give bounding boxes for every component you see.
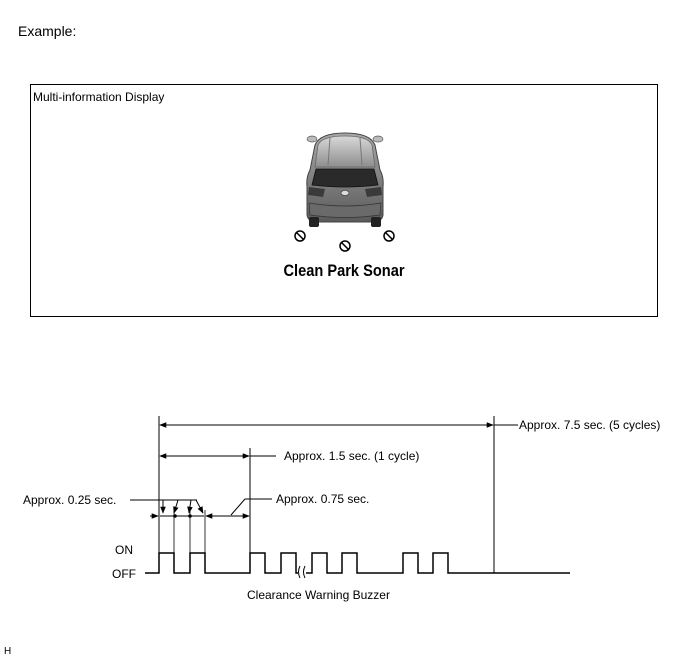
sensor-prohibited-icon-center bbox=[339, 240, 351, 252]
total-duration-label: Approx. 7.5 sec. (5 cycles) bbox=[519, 418, 660, 432]
off-level-label: OFF bbox=[112, 567, 136, 581]
multi-information-display-frame: Multi-information Display bbox=[30, 84, 658, 317]
buzzer-caption: Clearance Warning Buzzer bbox=[247, 588, 390, 602]
gap-interval-label: Approx. 0.75 sec. bbox=[276, 492, 369, 506]
total-duration-dimension: Approx. 7.5 sec. (5 cycles) bbox=[159, 418, 660, 432]
short-interval-label: Approx. 0.25 sec. bbox=[23, 493, 116, 507]
vehicle-rear-view-icon bbox=[294, 132, 395, 252]
on-level-label: ON bbox=[115, 543, 133, 557]
short-interval-dimension: Approx. 0.25 sec. bbox=[23, 493, 206, 573]
example-label: Example: bbox=[18, 23, 77, 39]
buzzer-waveform bbox=[145, 552, 570, 574]
cycle-duration-dimension: Approx. 1.5 sec. (1 cycle) bbox=[159, 449, 419, 463]
sensor-prohibited-icon-right bbox=[383, 230, 395, 242]
display-title: Multi-information Display bbox=[33, 90, 165, 104]
gap-interval-dimension: Approx. 0.75 sec. bbox=[205, 492, 369, 519]
cycle-duration-label: Approx. 1.5 sec. (1 cycle) bbox=[284, 449, 419, 463]
clean-park-sonar-message: Clean Park Sonar bbox=[283, 261, 405, 280]
footer-mark: H bbox=[4, 646, 12, 657]
buzzer-timing-diagram: Approx. 7.5 sec. (5 cycles) Approx. 1.5 … bbox=[23, 416, 660, 602]
time-break-mark bbox=[298, 565, 306, 579]
sensor-prohibited-icon-left bbox=[294, 230, 306, 242]
